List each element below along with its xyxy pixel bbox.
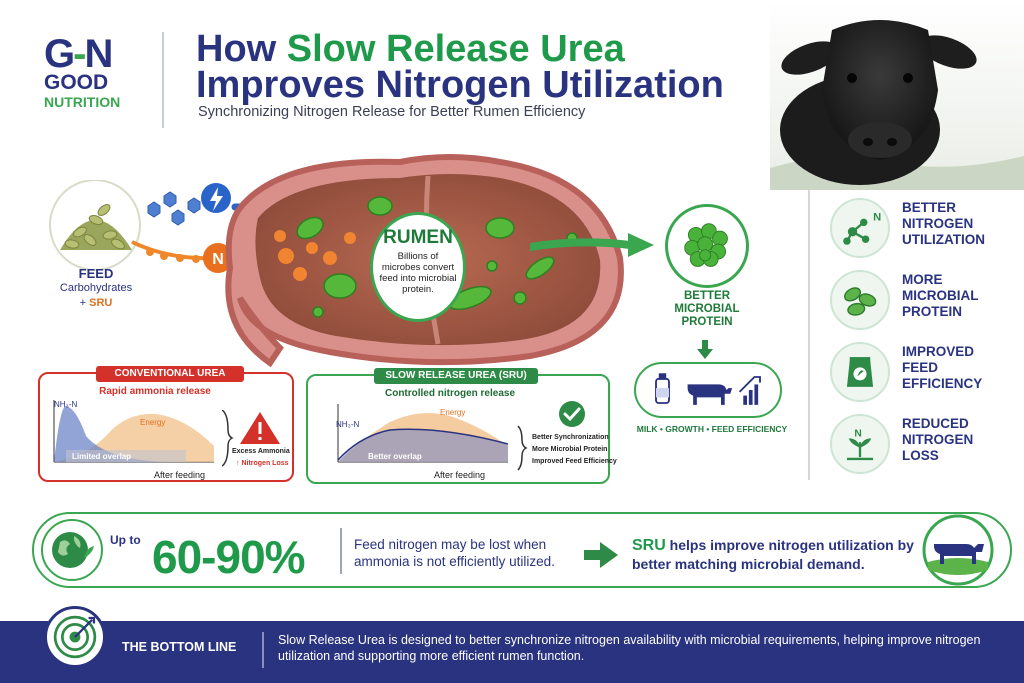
nitrogen-loss-label: ↑ Nitrogen Loss	[236, 460, 289, 467]
stat-percent: 60-90%	[152, 531, 306, 583]
header-divider	[162, 32, 164, 128]
page-title-line1: How Slow Release Urea	[196, 28, 625, 70]
sru-nh3-label: NH₃-N	[336, 420, 360, 429]
logo-line1: GOOD	[44, 71, 109, 94]
feed-sru: + SRU	[79, 297, 113, 309]
protein-label: BETTER MICROBIAL PROTEIN	[674, 290, 740, 328]
conventional-release-chart	[53, 400, 214, 463]
nitrogen-badge-letter: N	[212, 251, 224, 268]
sru-benefit-text: SRU helps improve nitrogen utilization b…	[632, 537, 914, 572]
benefit-label: REDUCED NITROGEN LOSS	[902, 416, 974, 463]
right-arrow-icon	[584, 542, 618, 568]
globe-icon	[41, 519, 103, 581]
nitrogen-badge-icon	[203, 243, 233, 273]
conventional-urea-subtitle: Rapid ammonia release	[99, 386, 211, 397]
target-icon	[44, 606, 106, 668]
benefit-label: IMPROVED FEED EFFICIENCY	[902, 344, 983, 391]
benefit-label: MORE MICROBIAL PROTEIN	[902, 272, 979, 319]
rumen-callout: RUMEN Billions of microbes convert feed …	[370, 212, 466, 322]
sru-energy-label: Energy	[440, 408, 466, 417]
bottom-line-bar	[0, 621, 1024, 683]
cow-grass-icon	[922, 514, 994, 586]
growth-chart-icon	[738, 376, 761, 405]
down-arrow-icon	[697, 340, 713, 359]
plant-icon: N	[830, 414, 890, 474]
stat-text: Feed nitrogen may be lost when ammonia i…	[354, 537, 555, 569]
ammonia-curve	[54, 406, 166, 462]
stat-divider	[340, 528, 342, 574]
sru-tag: SLOW RELEASE UREA (SRU)	[374, 368, 538, 384]
warning-icon	[222, 410, 280, 467]
benefit-nitrogen-utilization: N BETTER NITROGEN UTILIZATION	[830, 194, 1020, 264]
bottom-line-divider	[262, 632, 264, 668]
feed-bag-icon	[830, 342, 890, 402]
carbohydrate-hexagons	[147, 191, 201, 226]
outcome-icons	[634, 362, 782, 418]
sru-release-chart	[337, 404, 509, 463]
svg-text:N: N	[854, 429, 861, 440]
microbe-icon	[830, 270, 890, 330]
conventional-urea-tag: CONVENTIONAL UREA	[96, 366, 244, 382]
outcomes-label: MILK • GROWTH • FEED EFFICIENCY	[636, 424, 788, 434]
bottom-line-title: THE BOTTOM LINE	[122, 640, 237, 654]
overlap-band	[66, 450, 186, 462]
conventional-energy-label: Energy	[140, 418, 166, 427]
rumen-description: Billions of microbes convert feed into m…	[379, 251, 457, 295]
conventional-after-label: After feeding	[154, 470, 206, 480]
sru-subtitle: Controlled nitrogen release	[384, 388, 516, 399]
sru-result-sync: Better Synchronization	[532, 434, 609, 441]
excess-ammonia-label: Excess Ammonia	[232, 448, 290, 455]
check-icon	[517, 401, 585, 471]
bottom-line-text: Slow Release Urea is designed to better …	[278, 633, 981, 663]
brand-logo: G-N GOOD NUTRITION	[44, 32, 144, 110]
svg-text:N: N	[873, 212, 881, 224]
cow-icon	[687, 384, 733, 405]
sru-after-label: After feeding	[434, 470, 486, 480]
page-subtitle: Synchronizing Nitrogen Release for Bette…	[198, 104, 586, 120]
benefit-feed-efficiency: IMPROVED FEED EFFICIENCY	[830, 338, 1020, 408]
logo-mark: G-N	[44, 32, 113, 76]
stat-upto: Up to	[110, 533, 141, 547]
stat-band	[32, 512, 1012, 588]
feed-carbohydrates: Carbohydrates	[59, 282, 133, 294]
feed-pile-icon	[49, 180, 141, 271]
page-title-line2: Improves Nitrogen Utilization	[196, 64, 724, 106]
sru-result-protein: More Microbial Protein	[532, 446, 608, 453]
feed-title: FEED	[78, 266, 114, 281]
conventional-overlap-label: Limited overlap	[72, 452, 132, 461]
molecule-icon: N	[830, 198, 890, 258]
benefits-divider	[808, 190, 810, 480]
sru-result-efficiency: Improved Feed Efficiency	[532, 458, 617, 465]
conventional-nh3-label: NH₃-N	[54, 400, 78, 409]
protein-arrow	[530, 233, 654, 257]
logo-line2: NUTRITION	[44, 94, 121, 110]
benefit-nitrogen-loss: N REDUCED NITROGEN LOSS	[830, 410, 1020, 480]
cow-photo	[770, 0, 1024, 190]
benefit-label: BETTER NITROGEN UTILIZATION	[902, 200, 985, 247]
ammonia-curve	[338, 429, 508, 462]
sru-overlap-label: Better overlap	[368, 452, 422, 461]
benefit-microbial-protein: MORE MICROBIAL PROTEIN	[830, 266, 1020, 336]
feed-label: FEED Carbohydrates + SRU	[40, 266, 152, 311]
nitrogen-particles	[274, 230, 356, 281]
microbial-protein-icon	[665, 204, 749, 288]
rumen-title: RUMEN	[383, 227, 453, 248]
milk-bottle-icon	[655, 373, 670, 404]
